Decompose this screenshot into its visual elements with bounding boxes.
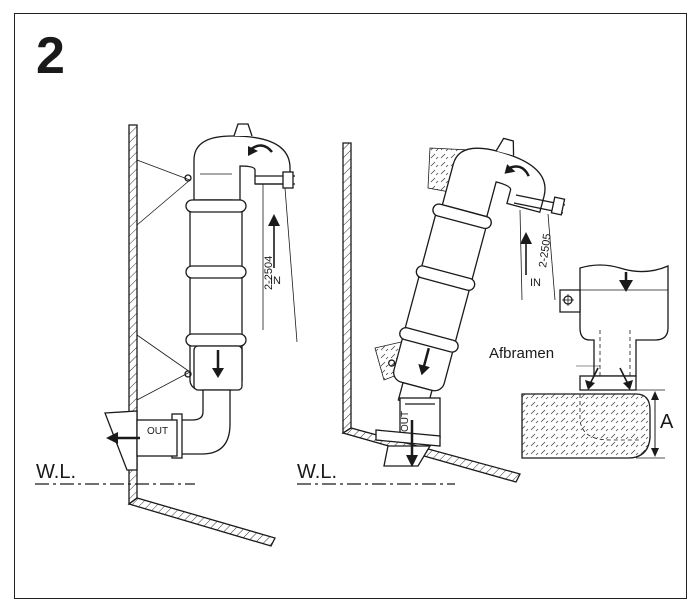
bolt-hole-icon: [184, 370, 192, 378]
figure-frame: [14, 13, 687, 599]
mounting-block: [521, 393, 651, 459]
upper-elbow: [193, 135, 291, 201]
flow-arrow-icon: [212, 368, 224, 378]
middle-waterline-label: W.L.: [297, 461, 337, 483]
outlet-fitting: [399, 397, 441, 439]
detail-view: [521, 264, 669, 459]
left-inlet-label: IN: [270, 275, 281, 287]
hull-wall: [127, 124, 276, 547]
left-outlet-label: OUT: [147, 426, 168, 437]
bolt-hole-icon: [184, 174, 192, 182]
left-waterline-label: W.L.: [36, 461, 76, 483]
middle-part-code: 2-2505: [537, 233, 554, 269]
callout-label: Afbramen: [489, 345, 554, 362]
left-part-code: 2-2504: [263, 256, 275, 290]
middle-installation-view: [297, 137, 566, 485]
outlet-elbow: [179, 389, 231, 455]
upper-elbow: [441, 147, 546, 218]
middle-outlet-label: OUT: [400, 411, 411, 432]
middle-inlet-label: IN: [530, 277, 541, 289]
flow-arrow-icon: [520, 232, 532, 244]
mounting-lines: [136, 159, 191, 401]
bolt-hole-icon: [388, 359, 396, 367]
flow-arrow-icon: [504, 164, 516, 174]
flow-arrow-icon: [623, 380, 633, 390]
flow-arrow-icon: [248, 146, 258, 156]
muffler-body: [393, 205, 488, 392]
left-installation-view: [35, 123, 298, 547]
step-number: 2: [36, 27, 65, 85]
flow-arrow-icon: [585, 380, 595, 390]
flow-arrow-icon: [406, 455, 418, 467]
flow-arrow-icon: [106, 432, 118, 444]
flow-arrow-icon: [619, 280, 633, 292]
flow-arrow-icon: [418, 363, 430, 376]
detail-body: [579, 264, 669, 377]
dimension-label: A: [660, 411, 674, 433]
flow-arrow-icon: [268, 214, 280, 226]
